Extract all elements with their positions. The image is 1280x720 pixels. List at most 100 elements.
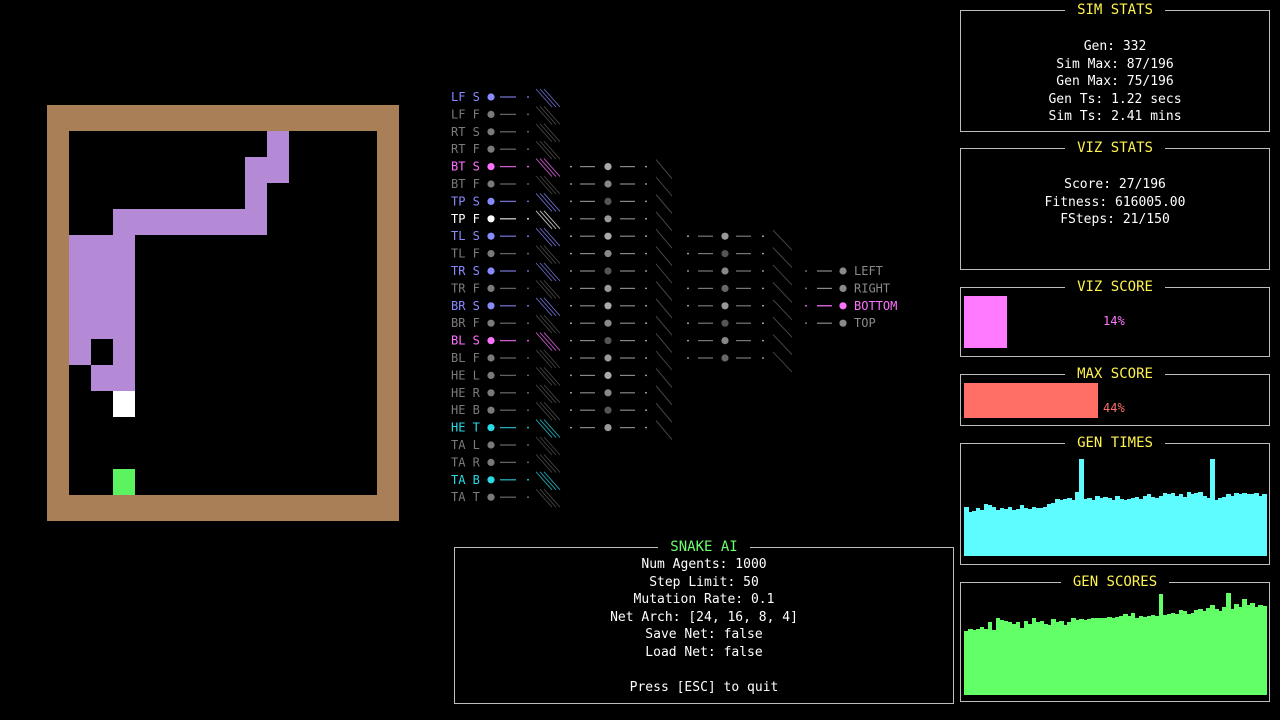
hidden1-dot <box>645 374 647 377</box>
connection-line <box>539 314 557 334</box>
histogram-bar <box>1198 492 1203 556</box>
histogram-bar <box>1182 611 1188 695</box>
connection-line <box>539 280 557 299</box>
histogram-bar <box>1162 493 1168 556</box>
histogram-bar <box>1019 505 1025 556</box>
connection-line <box>772 316 793 338</box>
input-label: TL F <box>451 247 480 261</box>
histogram-bar <box>1126 498 1132 556</box>
histogram-bar <box>1043 623 1049 695</box>
snake-body-cell <box>91 313 113 339</box>
histogram-bar <box>1246 494 1251 556</box>
histogram-bar <box>1194 493 1200 556</box>
connection-line <box>539 401 557 421</box>
input-dot <box>527 461 529 464</box>
histogram-bar <box>1118 498 1124 556</box>
histogram-bar <box>1031 618 1037 695</box>
hidden2-node <box>721 232 729 240</box>
histogram-bar <box>1210 459 1215 556</box>
hidden1-node <box>604 424 612 432</box>
input-dot <box>527 426 529 429</box>
input-node <box>487 267 495 275</box>
histogram-bar <box>1230 609 1235 695</box>
connection-line <box>535 193 553 212</box>
connection-line <box>535 88 553 108</box>
histogram-bar <box>1118 615 1124 695</box>
input-label: TR F <box>451 281 480 295</box>
viz-score-panel: VIZ SCORE 14% <box>960 279 1270 357</box>
histogram-bar <box>1198 609 1203 695</box>
config-num-agents: Num Agents: 1000 <box>641 557 767 572</box>
config-net-arch: Net Arch: [24, 16, 8, 4] <box>610 609 798 625</box>
connection-line <box>772 282 793 303</box>
hidden2-dot <box>687 287 689 290</box>
input-dot <box>527 113 529 116</box>
histogram-bar <box>983 629 989 695</box>
hidden2-node <box>721 284 729 292</box>
connection-line <box>772 247 793 268</box>
histogram-bar <box>971 630 977 695</box>
histogram-bar <box>1154 497 1160 556</box>
histogram-bar <box>1035 622 1041 695</box>
histogram-bar <box>1099 618 1104 695</box>
histogram-bar <box>1103 618 1108 695</box>
hidden1-dot <box>570 357 572 359</box>
food-cell <box>113 469 135 495</box>
hidden1-node <box>604 354 612 362</box>
input-label: BR F <box>451 316 480 330</box>
viz-stat-fitness: Fitness: 616005.00 <box>1044 194 1186 210</box>
snake-body-cell <box>69 261 91 287</box>
connection-line <box>539 245 557 264</box>
histogram-bar <box>1142 616 1148 695</box>
input-node <box>487 389 495 397</box>
input-dot <box>527 391 529 394</box>
connection-line <box>543 106 561 125</box>
input-node <box>487 441 495 449</box>
histogram-bar <box>1150 614 1156 695</box>
connection-line <box>543 227 561 247</box>
max-score-panel: MAX SCORE 44% <box>960 366 1270 426</box>
snake-body-cell <box>179 209 201 235</box>
input-dot <box>527 217 529 220</box>
histogram-bar <box>999 620 1005 695</box>
histogram-bar <box>1063 498 1068 556</box>
histogram-bar <box>1015 622 1021 695</box>
gen-times-title: GEN TIMES <box>1065 435 1165 451</box>
hidden1-dot <box>645 252 647 255</box>
hidden1-dot <box>570 235 572 238</box>
input-dot <box>527 304 529 307</box>
snake-body-cell <box>69 339 91 365</box>
input-node <box>487 250 495 258</box>
output-node <box>839 284 847 292</box>
histogram-bar <box>1218 497 1223 556</box>
gen-scores-panel: GEN SCORES <box>960 574 1270 702</box>
histogram-bar <box>1130 497 1136 556</box>
hidden1-node <box>604 215 612 223</box>
histogram-bar <box>1238 494 1243 556</box>
config-save-net: Save Net: false <box>645 627 763 642</box>
connection-line <box>543 419 561 438</box>
histogram-bar <box>1226 592 1231 695</box>
input-dot <box>527 357 529 359</box>
hidden1-dot <box>645 322 647 325</box>
histogram-bar <box>1138 615 1144 695</box>
sim-stat-sim-ts: Sim Ts: 2.41 mins <box>1048 109 1182 124</box>
input-label: TA L <box>451 438 480 452</box>
input-label: TA T <box>451 490 480 504</box>
hidden1-node <box>604 163 612 171</box>
hidden1-node <box>604 319 612 327</box>
connection-line <box>655 298 673 319</box>
histogram-bar <box>1122 499 1128 556</box>
input-label: HE T <box>451 421 480 435</box>
input-node <box>487 180 495 188</box>
connection-line <box>543 193 561 212</box>
hidden2-dot <box>687 270 689 272</box>
connection-line <box>535 210 553 230</box>
histogram-bar <box>1234 603 1239 695</box>
connection-line <box>535 436 553 456</box>
connection-line <box>535 401 553 421</box>
hidden1-node <box>604 406 612 414</box>
histogram-bar <box>1222 607 1227 695</box>
histogram-bar <box>1107 497 1112 556</box>
histogram-bar <box>1134 496 1140 556</box>
